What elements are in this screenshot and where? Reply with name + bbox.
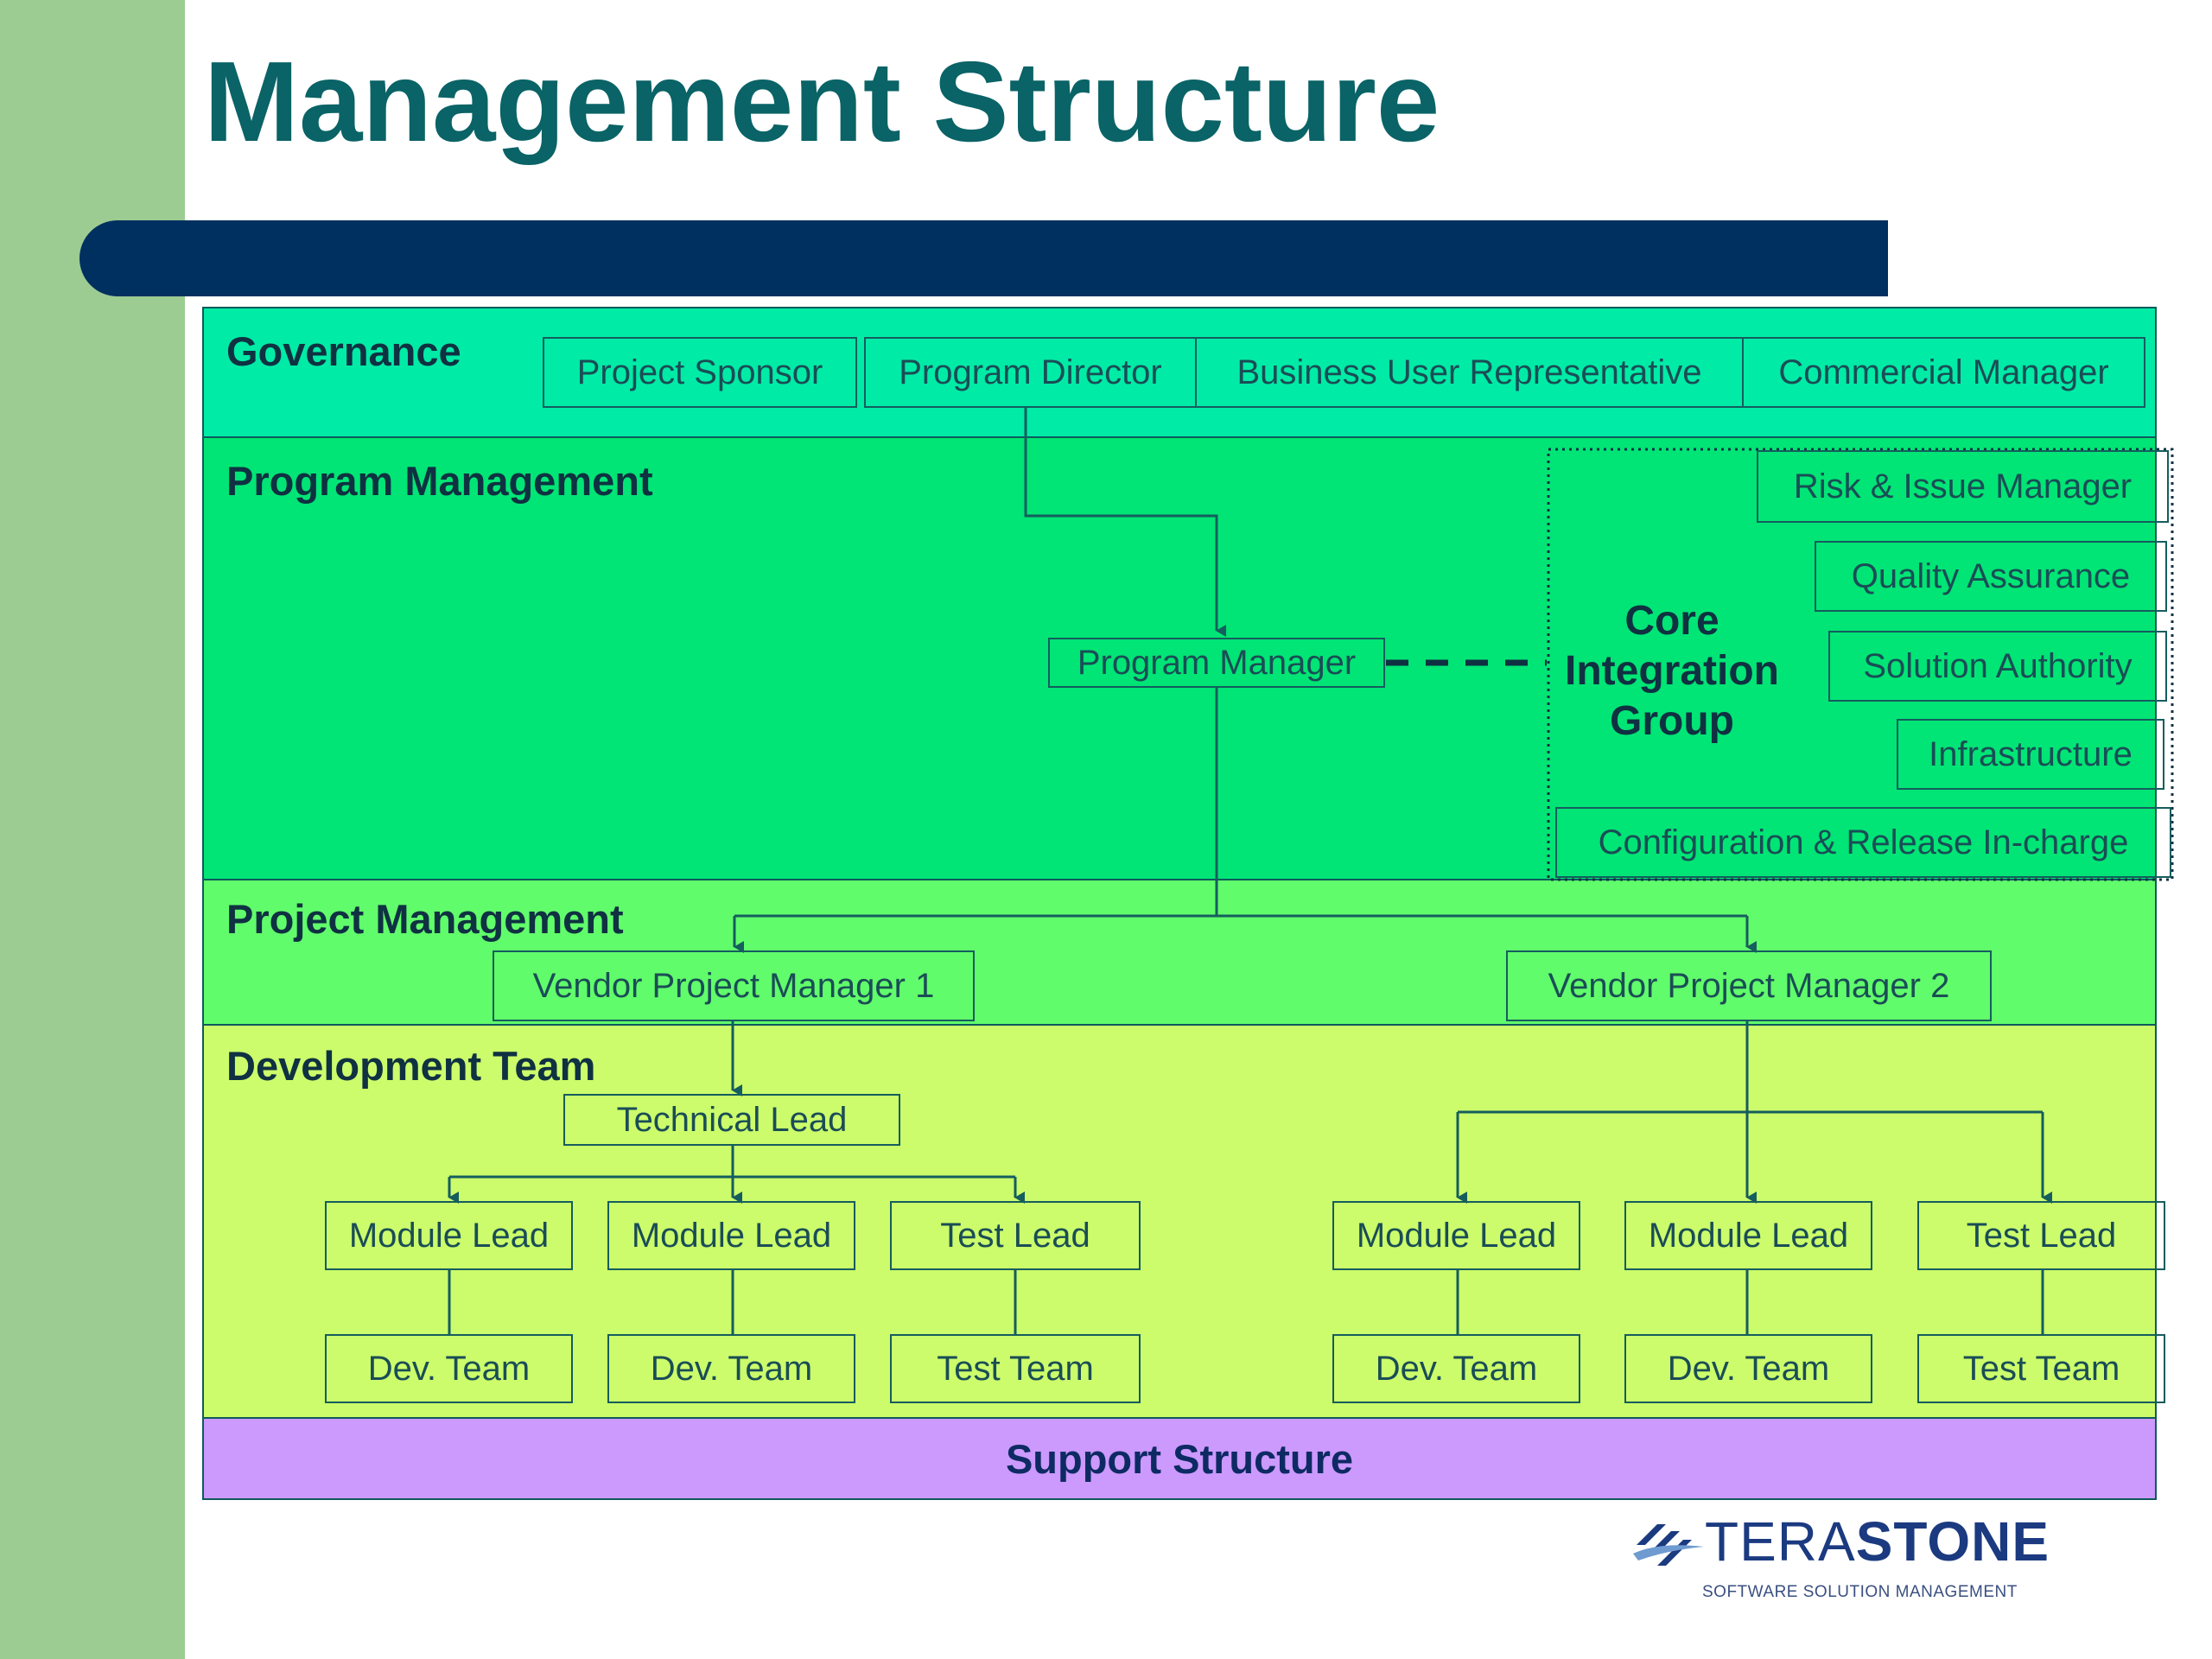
logo-tagline: SOFTWARE SOLUTION MANAGEMENT [1702, 1583, 2018, 1601]
left-dev-team-2-box: Dev. Team [607, 1334, 855, 1403]
left-test-team-box: Test Team [890, 1334, 1141, 1403]
infrastructure-box: Infrastructure [1897, 719, 2164, 790]
logo-wordmark: TERASTONE [1705, 1514, 2050, 1569]
cig-label-line: Core [1624, 598, 1719, 644]
development-team-label: Development Team [226, 1043, 596, 1089]
commercial-manager-box: Commercial Manager [1742, 337, 2145, 408]
cig-label-line: Group [1610, 698, 1734, 744]
configuration-release-box: Configuration & Release In-charge [1555, 807, 2171, 878]
title-underline-bar [79, 220, 1888, 296]
vendor-project-manager-1-box: Vendor Project Manager 1 [493, 950, 975, 1021]
right-dev-team-1-box: Dev. Team [1332, 1334, 1580, 1403]
program-manager-box: Program Manager [1048, 638, 1385, 688]
left-module-lead-2-box: Module Lead [607, 1201, 855, 1270]
right-module-lead-2-box: Module Lead [1624, 1201, 1872, 1270]
program-management-label: Program Management [226, 458, 653, 504]
risk-issue-manager-box: Risk & Issue Manager [1757, 450, 2169, 523]
quality-assurance-box: Quality Assurance [1815, 541, 2167, 612]
support-structure-label: Support Structure [1005, 1435, 1354, 1482]
terastone-logo: TERASTONE SOFTWARE SOLUTION MANAGEMENT [1633, 1514, 2049, 1613]
right-test-lead-box: Test Lead [1917, 1201, 2165, 1270]
left-dev-team-1-box: Dev. Team [325, 1334, 573, 1403]
director-to-pm-connector [1024, 406, 1226, 637]
logo-text-light: TERA [1705, 1510, 1856, 1573]
technical-lead-box: Technical Lead [563, 1094, 900, 1146]
page-title: Management Structure [204, 38, 1440, 165]
logo-text-bold: STONE [1855, 1510, 2050, 1573]
project-sponsor-box: Project Sponsor [543, 337, 857, 408]
left-test-lead-box: Test Lead [890, 1201, 1141, 1270]
solution-authority-box: Solution Authority [1828, 631, 2167, 702]
right-test-team-box: Test Team [1917, 1334, 2165, 1403]
project-management-label: Project Management [226, 896, 624, 942]
program-director-box: Program Director [864, 337, 1197, 408]
logo-wave-icon [1633, 1524, 1704, 1566]
program-management-band [202, 436, 2157, 880]
right-dev-team-2-box: Dev. Team [1624, 1334, 1872, 1403]
cig-container-outline [1547, 448, 2174, 881]
vendor-project-manager-2-box: Vendor Project Manager 2 [1506, 950, 1992, 1021]
left-module-lead-1-box: Module Lead [325, 1201, 573, 1270]
core-integration-group-label: Core Integration Group [1547, 596, 1797, 747]
support-structure-band [202, 1417, 2157, 1500]
cig-label-line: Integration [1565, 648, 1779, 694]
governance-label: Governance [226, 328, 461, 374]
right-module-lead-1-box: Module Lead [1332, 1201, 1580, 1270]
business-user-representative-box: Business User Representative [1195, 337, 1744, 408]
development-team-band [202, 1024, 2157, 1419]
